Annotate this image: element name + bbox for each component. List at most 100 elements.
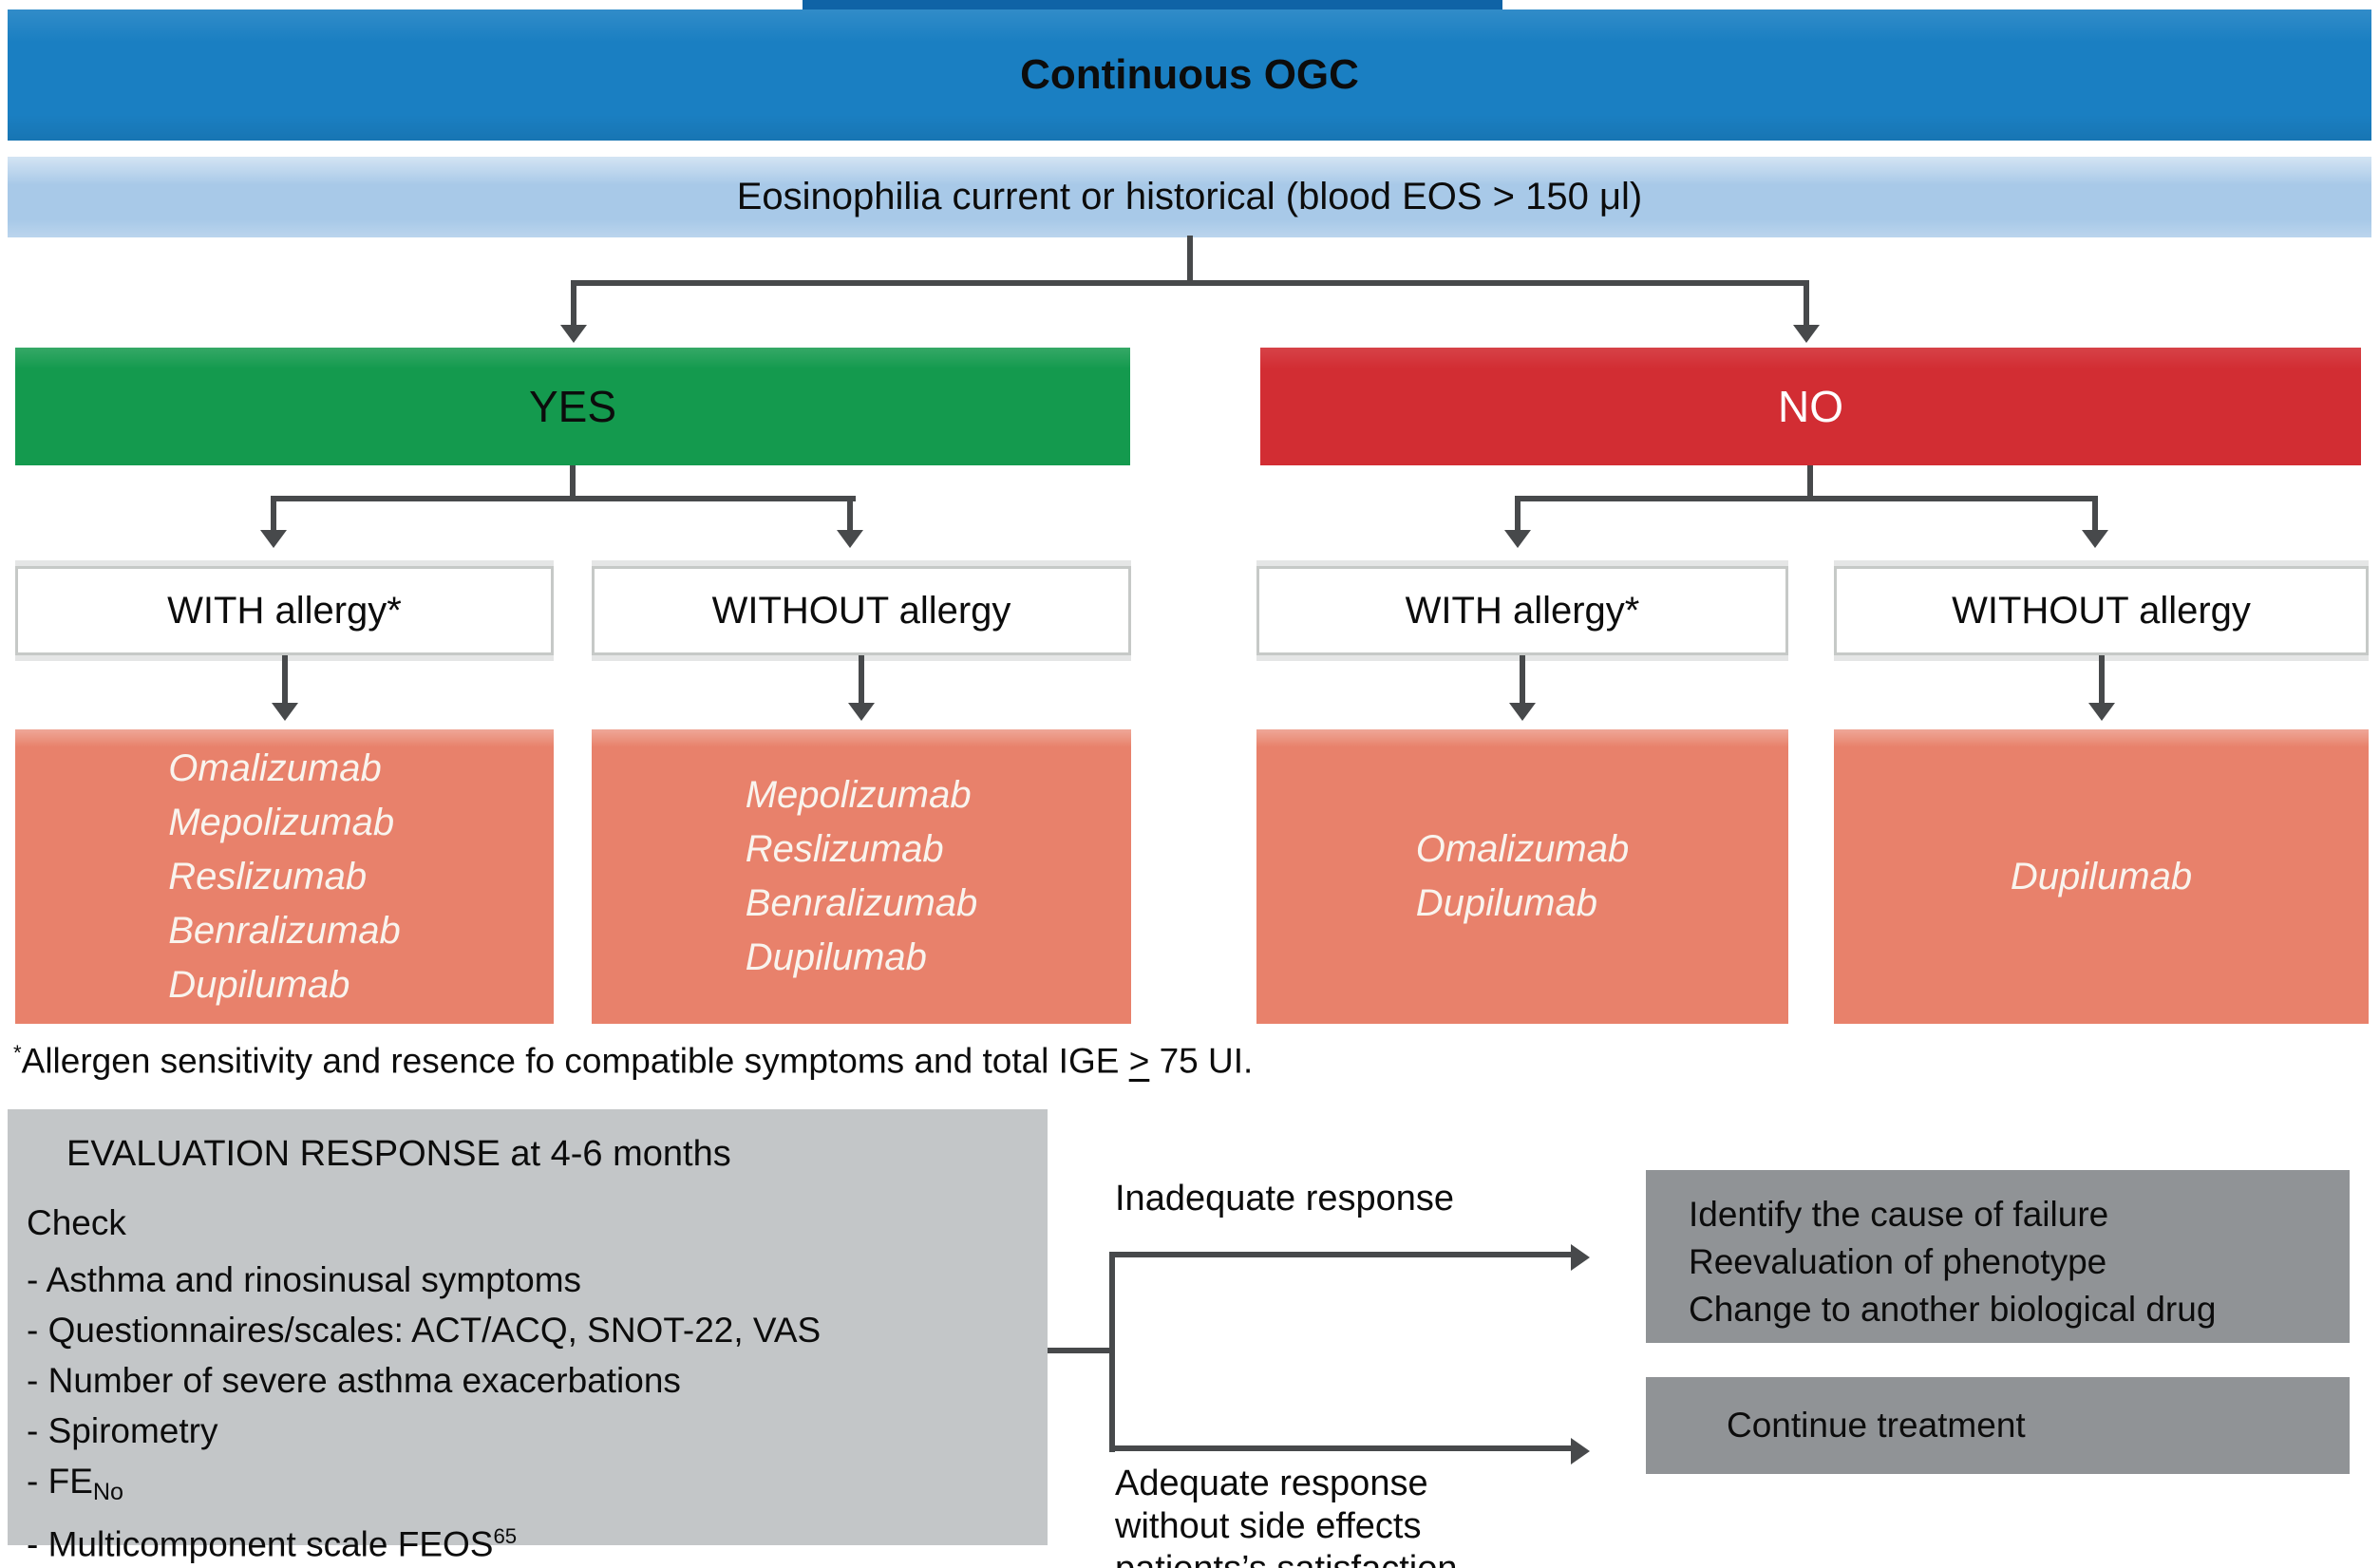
- evaluation-title: EVALUATION RESPONSE at 4-6 months: [66, 1134, 731, 1174]
- connector-drop-yes-without: [847, 496, 853, 534]
- drugs-no-with-allergy: Omalizumab Dupilumab: [1256, 729, 1788, 1024]
- drug-list: Mepolizumab Reslizumab Benralizumab Dupi…: [746, 768, 978, 985]
- arrow-down-icon: [1793, 325, 1820, 343]
- connector-inadequate: [1109, 1252, 1573, 1257]
- connector-stem-yes: [570, 465, 576, 501]
- drug-item: Reslizumab: [168, 855, 368, 897]
- failure-action-lines: Identify the cause of failure Reevaluati…: [1689, 1191, 2350, 1333]
- failure-line: Identify the cause of failure: [1689, 1195, 2109, 1234]
- footnote-gte: >: [1128, 1041, 1150, 1081]
- arrow-down-icon: [837, 530, 863, 548]
- connector-drop-drugs-1: [282, 655, 288, 705]
- no-label: NO: [1778, 382, 1843, 431]
- connector-split-no: [1515, 496, 2098, 501]
- drugs-yes-without-allergy: Mepolizumab Reslizumab Benralizumab Dupi…: [592, 729, 1131, 1024]
- drug-item: Mepolizumab: [168, 801, 395, 843]
- footnote-asterisk: *: [13, 1041, 22, 1065]
- condition-yes-with-allergy: WITH allergy*: [15, 566, 554, 655]
- arrow-down-icon: [560, 325, 587, 343]
- feos-base: - Multicomponent scale FEOS: [27, 1524, 494, 1564]
- feno-subscript: No: [92, 1479, 124, 1506]
- feno-base: - FE: [27, 1462, 93, 1501]
- continue-treatment-box: Continue treatment: [1646, 1377, 2350, 1474]
- footnote-text: Allergen sensitivity and resence fo comp…: [21, 1041, 1129, 1081]
- drug-list: Dupilumab: [2011, 850, 2192, 904]
- check-item: - Questionnaires/scales: ACT/ACQ, SNOT-2…: [27, 1311, 822, 1350]
- check-item: - Spirometry: [27, 1411, 218, 1450]
- drugs-yes-with-allergy: Omalizumab Mepolizumab Reslizumab Benral…: [15, 729, 554, 1024]
- check-item-feno: - FENo: [27, 1456, 1048, 1511]
- header-continuous-ogc: Continuous OGC: [8, 9, 2371, 141]
- arrow-down-icon: [2088, 703, 2115, 721]
- connector-adequate: [1109, 1445, 1573, 1451]
- connector-drop-no-with: [1515, 496, 1521, 534]
- connector-panel-out: [1048, 1348, 1115, 1353]
- arrow-down-icon: [260, 530, 287, 548]
- connector-drop-no-without: [2092, 496, 2098, 534]
- check-item: - Asthma and rinosinusal symptoms: [27, 1260, 582, 1299]
- arrow-down-icon: [272, 703, 298, 721]
- drug-item: Mepolizumab: [745, 774, 972, 816]
- no-box: NO: [1260, 348, 2361, 465]
- drug-item: Dupilumab: [2010, 855, 2193, 897]
- yes-box: YES: [15, 348, 1130, 465]
- condition-no-with-allergy: WITH allergy*: [1256, 566, 1788, 655]
- header-title: Continuous OGC: [1020, 51, 1359, 98]
- connector-drop-drugs-4: [2099, 655, 2105, 705]
- failure-actions-box: Identify the cause of failure Reevaluati…: [1646, 1170, 2350, 1343]
- adequate-line: patients’s satisfaction: [1115, 1548, 1458, 1568]
- failure-line: Change to another biological drug: [1689, 1290, 2217, 1329]
- connector-drop-yes-with: [271, 496, 276, 534]
- adequate-line: Adequate response: [1115, 1464, 1428, 1503]
- connector-stem-no: [1807, 465, 1813, 501]
- condition-label: WITHOUT allergy: [1952, 589, 2251, 632]
- inadequate-response-label: Inadequate response: [1115, 1179, 1455, 1219]
- footnote-tail: 75 UI.: [1149, 1041, 1254, 1081]
- drug-item: Benralizumab: [168, 909, 401, 952]
- arrow-right-icon: [1571, 1438, 1590, 1464]
- condition-label: WITHOUT allergy: [711, 589, 1011, 632]
- drugs-no-without-allergy: Dupilumab: [1834, 729, 2369, 1024]
- connector-drop-drugs-2: [859, 655, 864, 705]
- condition-yes-without-allergy: WITHOUT allergy: [592, 566, 1131, 655]
- arrow-down-icon: [1504, 530, 1531, 548]
- arrow-down-icon: [2082, 530, 2108, 548]
- drug-item: Omalizumab: [1415, 828, 1630, 870]
- drug-item: Dupilumab: [745, 936, 927, 978]
- drug-list: Omalizumab Mepolizumab Reslizumab Benral…: [168, 742, 401, 1012]
- condition-label: WITH allergy*: [1405, 589, 1640, 632]
- feos-superscript: 65: [493, 1524, 518, 1548]
- drug-item: Reslizumab: [745, 828, 944, 870]
- continue-treatment-label: Continue treatment: [1727, 1406, 2026, 1445]
- adequate-line: without side effects: [1115, 1506, 1422, 1546]
- connector-drop-yes: [571, 280, 576, 328]
- header-subtitle: Eosinophilia current or historical (bloo…: [736, 176, 1643, 217]
- drug-item: Dupilumab: [168, 963, 350, 1006]
- connector-bracket: [1109, 1252, 1115, 1452]
- condition-no-without-allergy: WITHOUT allergy: [1834, 566, 2369, 655]
- top-edge-strip: [803, 0, 1502, 11]
- evaluation-checklist: - Asthma and rinosinusal symptoms - Ques…: [27, 1255, 1048, 1568]
- arrow-right-icon: [1571, 1244, 1590, 1271]
- yes-label: YES: [528, 382, 617, 431]
- evaluation-panel: EVALUATION RESPONSE at 4-6 months Check …: [8, 1109, 1048, 1563]
- drug-item: Dupilumab: [1415, 882, 1597, 924]
- connector-drop-drugs-3: [1520, 655, 1525, 705]
- connector-stem-root: [1187, 236, 1193, 283]
- adequate-response-label: Adequate response without side effects p…: [1115, 1463, 1458, 1568]
- header-eosinophilia: Eosinophilia current or historical (bloo…: [8, 157, 2371, 237]
- footnote: *Allergen sensitivity and resence fo com…: [13, 1041, 1253, 1081]
- check-item: - Number of severe asthma exacerbations: [27, 1361, 681, 1400]
- failure-line: Reevaluation of phenotype: [1689, 1242, 2107, 1281]
- arrow-down-icon: [848, 703, 875, 721]
- condition-label: WITH allergy*: [167, 589, 402, 632]
- drug-list: Omalizumab Dupilumab: [1416, 822, 1630, 931]
- check-item-feos: - Multicomponent scale FEOS65: [27, 1511, 1048, 1568]
- connector-drop-no: [1804, 280, 1809, 328]
- evaluation-check-label: Check: [27, 1203, 126, 1242]
- drug-item: Benralizumab: [745, 882, 978, 924]
- connector-split-yes: [271, 496, 856, 501]
- connector-split-root: [571, 280, 1809, 286]
- arrow-down-icon: [1509, 703, 1536, 721]
